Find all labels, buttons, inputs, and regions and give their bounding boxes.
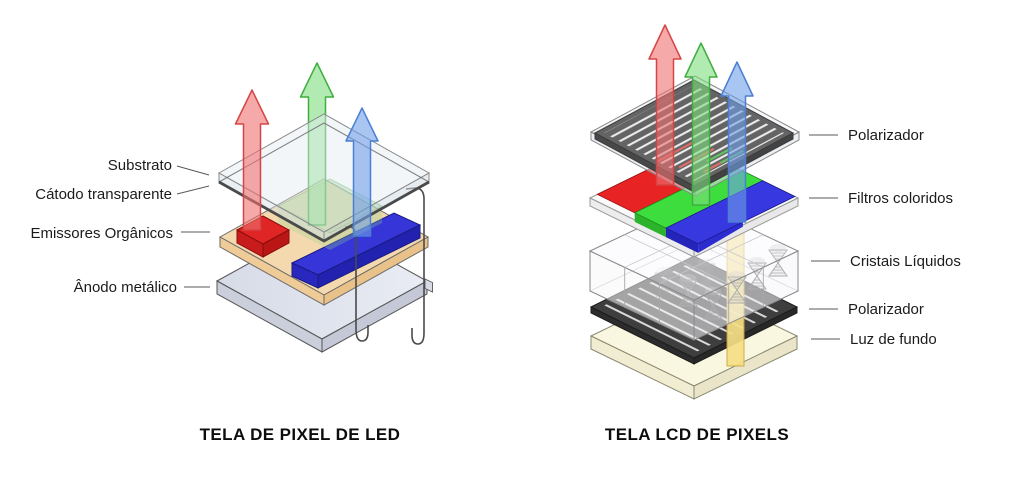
label-anodo-metalico: Ânodo metálico — [74, 279, 177, 296]
label-polarizador-bottom: Polarizador — [848, 301, 924, 318]
leader-catodo — [176, 185, 210, 195]
label-luz-de-fundo: Luz de fundo — [850, 331, 937, 348]
led-pixel-diagram: Substrato Cátodo transparente Emissores … — [30, 62, 433, 444]
led-diagram-title: TELA DE PIXEL DE LED — [200, 425, 401, 444]
blue-filter-lip — [665, 228, 699, 253]
label-catodo-transparente: Cátodo transparente — [35, 186, 172, 203]
label-cristais-liquidos: Cristais Líquidos — [850, 253, 961, 270]
lcd-diagram-title: TELA LCD DE PIXELS — [605, 425, 789, 444]
substrate-top-face — [217, 113, 431, 233]
leader-substrato — [176, 165, 210, 176]
green-filter-lip — [634, 212, 666, 238]
green-light-arrow — [684, 42, 718, 206]
red-light-arrow — [234, 89, 270, 231]
led-layer-labels: Substrato Cátodo transparente Emissores … — [30, 157, 210, 296]
label-emissores-organicos: Emissores Orgânicos — [30, 225, 173, 242]
label-filtros-coloridos: Filtros coloridos — [848, 190, 953, 207]
label-substrato: Substrato — [108, 157, 172, 174]
anode-contact-tab — [424, 278, 433, 293]
label-polarizador-top: Polarizador — [848, 127, 924, 144]
anode-wire — [405, 187, 425, 345]
blue-light-arrow — [720, 61, 754, 223]
lcd-layer-labels: Polarizador Filtros coloridos Cristais L… — [809, 127, 961, 348]
red-light-arrow — [648, 24, 682, 186]
blue-light-arrow — [345, 107, 379, 237]
green-light-arrow — [299, 62, 335, 226]
lcd-pixel-diagram: Polarizador Filtros coloridos Cristais L… — [588, 24, 961, 444]
